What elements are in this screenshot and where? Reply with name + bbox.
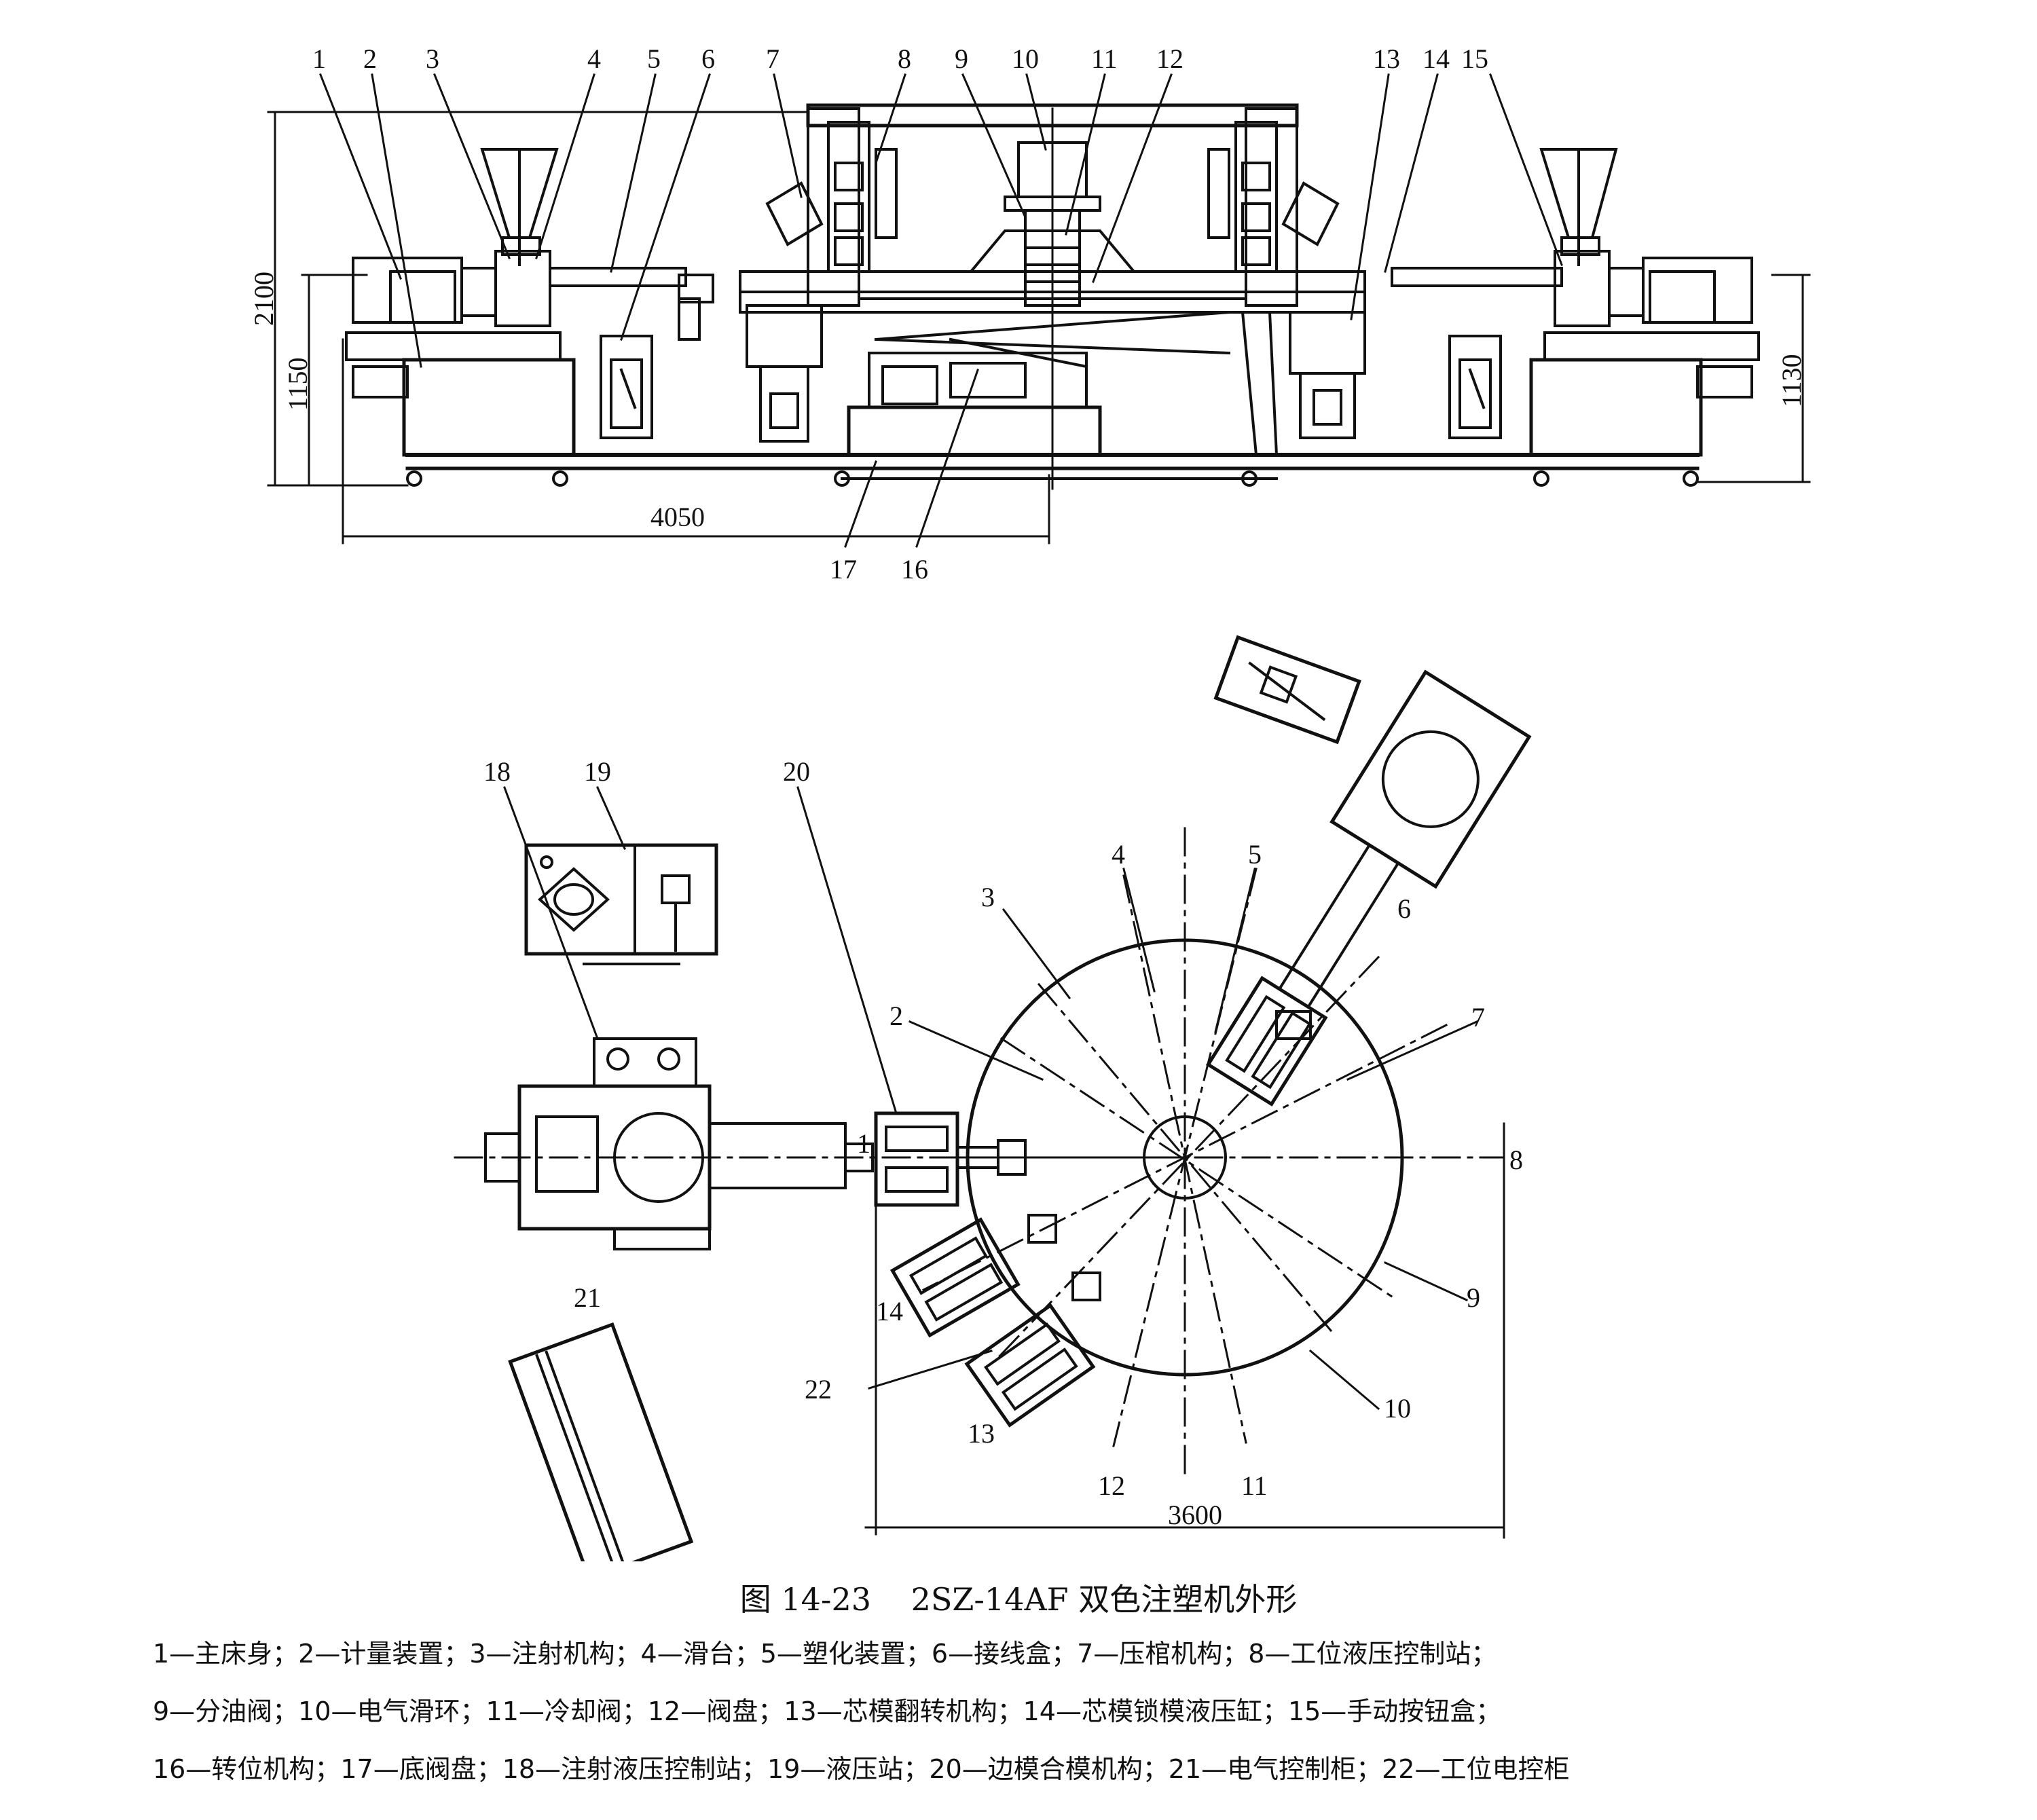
figure-caption: 图 14-23 2SZ-14AF 双色注塑机外形	[0, 1575, 2037, 1620]
dim-3600: 3600	[1168, 1500, 1222, 1530]
legend-line-2: 9—分油阀；10—电气滑环；11—冷却阀；12—阀盘；13—芯模翻转机构；14—…	[153, 1696, 1502, 1726]
elev-label-2: 2	[363, 43, 377, 74]
elev-label-4: 4	[587, 43, 601, 74]
elev-label-9: 9	[955, 43, 968, 74]
dim-1130: 1130	[1776, 354, 1807, 407]
plan-label-18: 18	[483, 756, 511, 787]
elev-label-8: 8	[898, 43, 911, 74]
legend-line-1: 1—主床身；2—计量装置；3—注射机构；4—滑台；5—塑化装置；6—接线盒；7—…	[153, 1639, 1497, 1669]
plan-label-20: 20	[783, 756, 810, 787]
elev-label-14: 14	[1423, 43, 1450, 74]
elevation-dimensions	[267, 111, 1811, 544]
elev-label-1: 1	[312, 43, 326, 74]
elev-label-15: 15	[1461, 43, 1488, 74]
plan-label-21: 21	[574, 1282, 601, 1313]
plan-label-7: 7	[1471, 1002, 1485, 1033]
elev-label-16: 16	[901, 554, 928, 584]
plan-label-12: 12	[1098, 1470, 1125, 1501]
technical-drawing: 1 2 3 4 5 6 7 8 9 10 11 12 13 14 15 17 1…	[249, 43, 1811, 1581]
elev-label-3: 3	[426, 43, 439, 74]
plan-label-3: 3	[981, 882, 995, 912]
elevation-dimension-text: 2100 1150 1130 4050	[249, 272, 1807, 532]
elev-label-12: 12	[1156, 43, 1183, 74]
plan-label-10: 10	[1384, 1393, 1411, 1424]
plan-view	[454, 635, 1532, 1581]
plan-label-19: 19	[584, 756, 611, 787]
plan-label-2: 2	[889, 1001, 903, 1031]
plan-label-14: 14	[876, 1296, 903, 1326]
elev-label-13: 13	[1373, 43, 1400, 74]
elev-label-7: 7	[766, 43, 779, 74]
figure-number: 图 14-23	[739, 1581, 872, 1618]
dim-4050: 4050	[650, 502, 705, 532]
elevation-view	[345, 103, 1760, 490]
elev-label-10: 10	[1012, 43, 1039, 74]
dim-1150: 1150	[282, 357, 313, 411]
plan-label-4: 4	[1112, 839, 1125, 870]
plan-label-9: 9	[1467, 1282, 1480, 1313]
plan-label-6: 6	[1397, 893, 1411, 924]
plan-label-13: 13	[968, 1418, 995, 1449]
legend-line-3: 16—转位机构；17—底阀盘；18—注射液压控制站；19—液压站；20—边模合模…	[153, 1754, 1570, 1784]
figure-title: 2SZ-14AF 双色注塑机外形	[911, 1581, 1298, 1618]
elev-label-11: 11	[1091, 43, 1118, 74]
elev-label-5: 5	[647, 43, 661, 74]
dim-2100: 2100	[249, 272, 279, 326]
plan-label-8: 8	[1509, 1145, 1523, 1175]
elevation-leaders	[319, 73, 1563, 548]
plan-label-22: 22	[805, 1374, 832, 1405]
elev-label-6: 6	[701, 43, 715, 74]
plan-label-11: 11	[1241, 1470, 1268, 1501]
elevation-labels: 1 2 3 4 5 6 7 8 9 10 11 12 13 14 15 17 1…	[312, 43, 1488, 584]
elev-label-17: 17	[830, 554, 857, 584]
plan-label-1: 1	[857, 1128, 870, 1159]
plan-leaders	[503, 786, 1478, 1411]
plan-labels: 18 19 20 2 3 4 5 6 7 8 9 10 11 12 13 22 …	[483, 756, 1523, 1501]
plan-label-5: 5	[1248, 839, 1262, 870]
